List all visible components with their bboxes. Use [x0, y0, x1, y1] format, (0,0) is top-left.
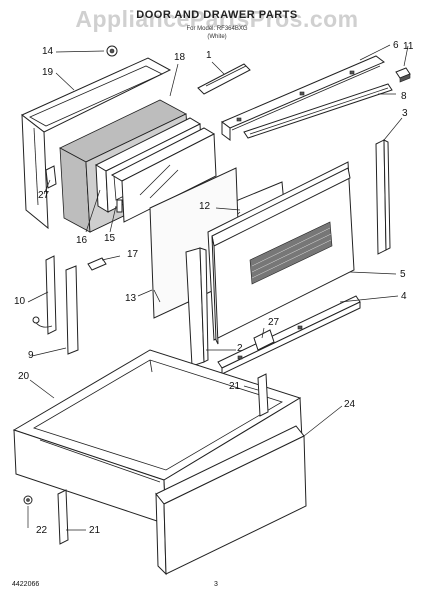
callout-1: 1	[206, 50, 212, 61]
callout-10: 10	[14, 296, 26, 307]
model-subtitle: For Model: RF364BXG	[186, 26, 248, 32]
color-subtitle: (White)	[207, 34, 227, 40]
callout-3: 3	[402, 108, 408, 119]
screw-22	[23, 495, 33, 505]
right-side-trim	[375, 139, 391, 255]
callout-16: 16	[76, 235, 88, 246]
bracket-27-right	[253, 329, 275, 351]
callout-11: 11	[403, 41, 414, 52]
outer-door-panel	[207, 161, 355, 345]
callout-6: 6	[393, 40, 399, 51]
callout-8: 8	[401, 91, 407, 102]
callout-18: 18	[174, 52, 186, 63]
callout-9: 9	[28, 350, 34, 361]
callout-13: 13	[125, 293, 137, 304]
callout-4: 4	[401, 291, 407, 302]
bottom-trim	[217, 295, 361, 375]
screw-14	[106, 45, 118, 57]
callout-5: 5	[400, 269, 406, 280]
door-handle	[243, 83, 393, 139]
callout-17: 17	[127, 249, 139, 260]
callout-2: 2	[237, 343, 243, 354]
callout-21-lower: 21	[89, 525, 101, 536]
callout-20: 20	[18, 371, 30, 382]
glass-pack	[94, 117, 217, 223]
callout-27-left: 27	[38, 190, 50, 201]
watermark: AppliancePartsPros.com	[75, 6, 359, 32]
callout-22: 22	[36, 525, 48, 536]
drawer-front-panel	[155, 425, 307, 576]
vent-trim	[221, 55, 385, 141]
drawer-slide-21-upper	[257, 373, 269, 417]
bracket-27-left	[45, 165, 57, 189]
callout-19: 19	[42, 67, 54, 78]
clip-11	[395, 67, 411, 83]
callout-15: 15	[104, 233, 116, 244]
door-hinge	[32, 255, 79, 355]
diagram-title: DOOR AND DRAWER PARTS	[136, 9, 298, 21]
left-side-trim	[185, 247, 209, 367]
part-number-footer: 4422066	[12, 581, 40, 588]
callout-21-upper: 21	[229, 381, 241, 392]
callout-24: 24	[344, 399, 356, 410]
vent-grille	[249, 221, 333, 285]
outer-door-frame	[21, 57, 172, 230]
leader-lines	[27, 44, 409, 531]
callout-27-right: 27	[268, 317, 280, 328]
drawer-slide-21-lower	[57, 489, 69, 545]
callout-12: 12	[199, 201, 211, 212]
page-number: 3	[214, 581, 218, 588]
hinge-clip	[87, 257, 107, 271]
bracket-1	[197, 63, 251, 95]
callout-14: 14	[42, 46, 54, 57]
